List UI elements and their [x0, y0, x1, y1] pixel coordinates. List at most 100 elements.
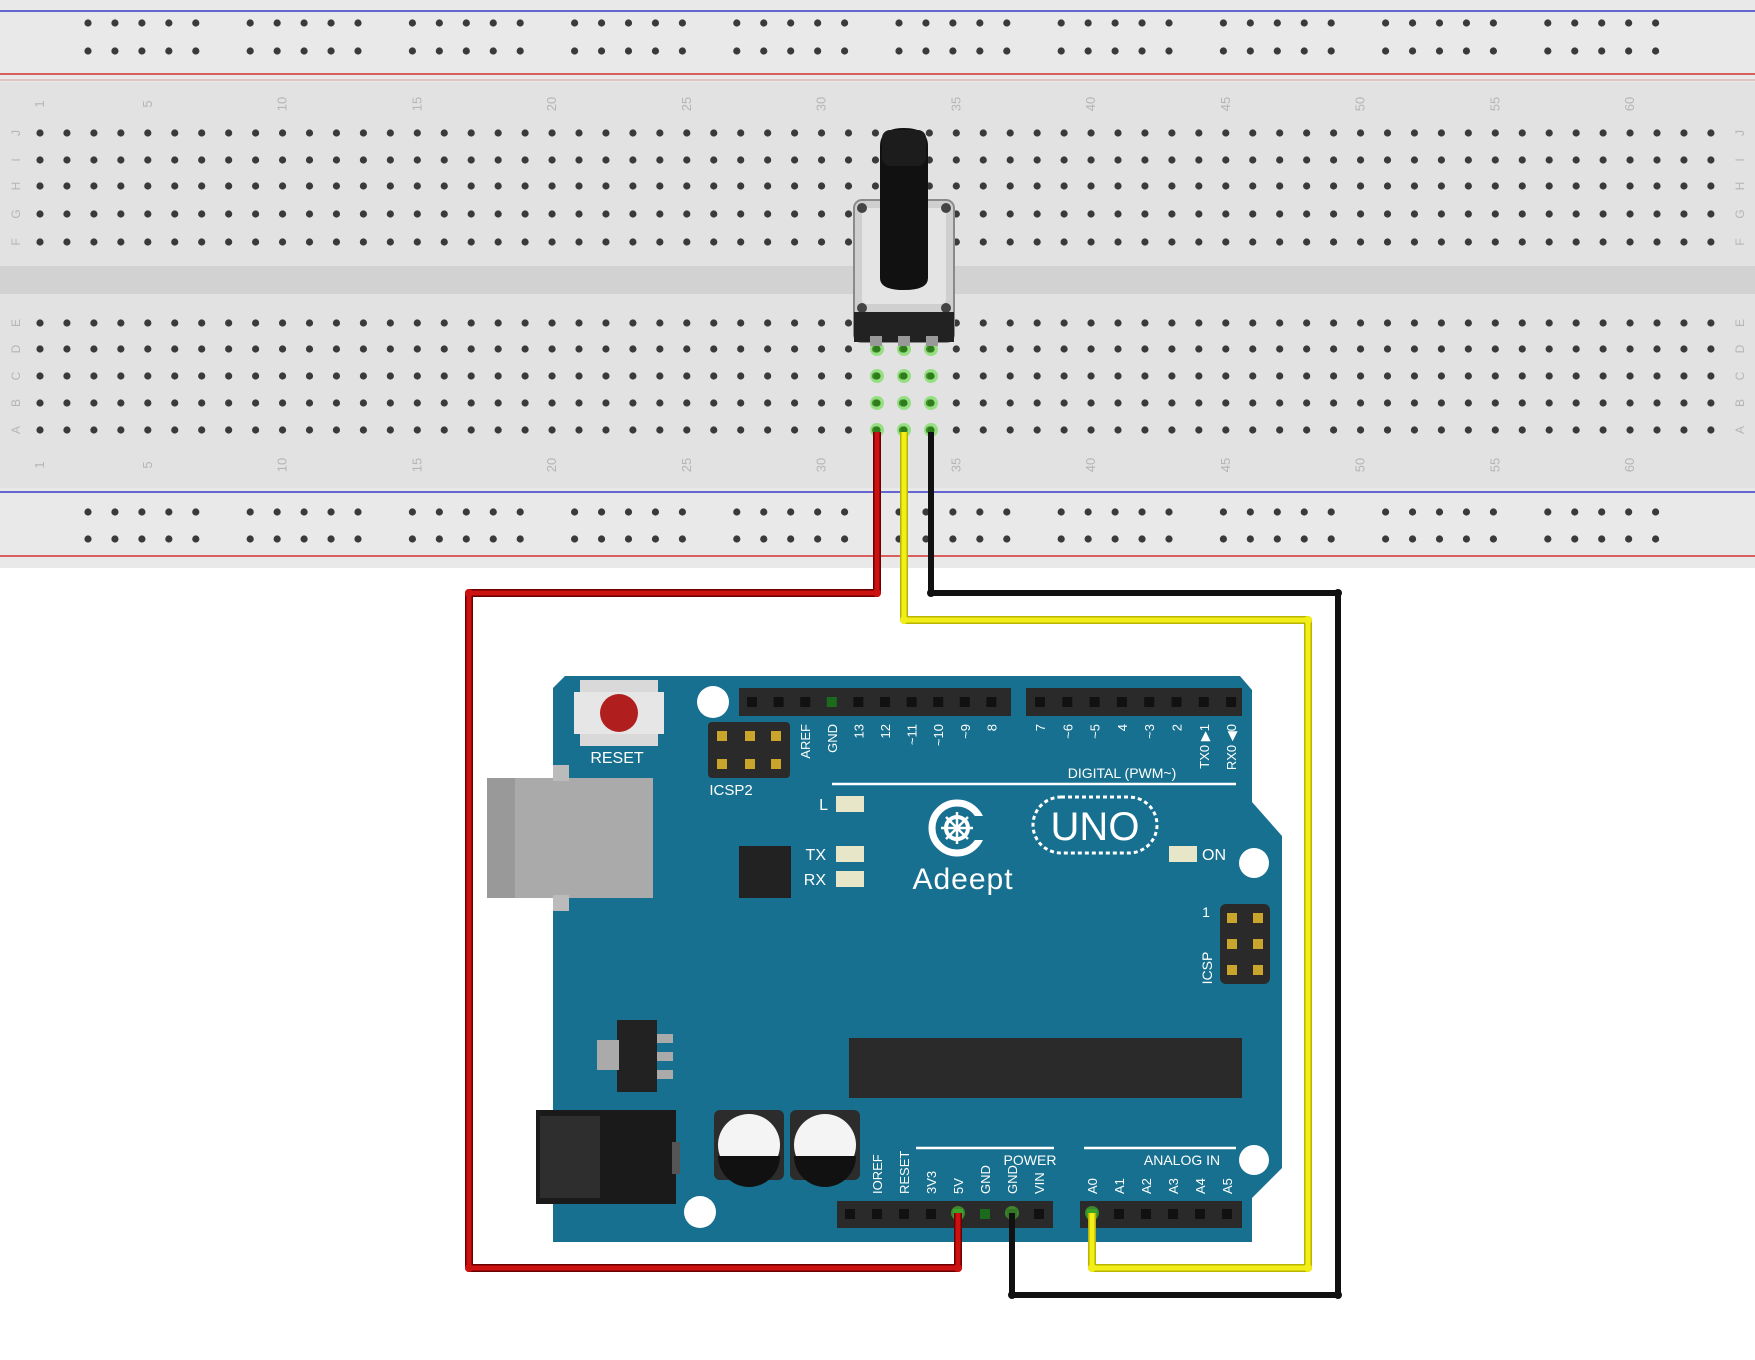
breadboard-hole[interactable] — [521, 210, 529, 218]
rail-hole[interactable] — [1598, 535, 1606, 543]
breadboard-hole[interactable] — [1141, 372, 1149, 380]
rail-hole[interactable] — [1625, 508, 1633, 516]
breadboard-hole[interactable] — [1437, 319, 1445, 327]
rail-hole[interactable] — [976, 19, 984, 27]
rail-hole[interactable] — [1598, 508, 1606, 516]
breadboard-hole[interactable] — [575, 182, 583, 190]
rail-hole[interactable] — [949, 47, 957, 55]
rail-hole[interactable] — [1489, 508, 1497, 516]
rail-hole[interactable] — [1084, 535, 1092, 543]
breadboard-hole[interactable] — [117, 372, 125, 380]
breadboard-hole[interactable] — [629, 319, 637, 327]
breadboard-hole[interactable] — [1087, 238, 1095, 246]
breadboard-hole[interactable] — [925, 129, 933, 137]
breadboard-hole[interactable] — [791, 372, 799, 380]
rail-hole[interactable] — [84, 508, 92, 516]
breadboard-hole[interactable] — [305, 129, 314, 137]
breadboard-hole[interactable] — [979, 182, 987, 190]
breadboard-hole[interactable] — [1383, 345, 1392, 353]
breadboard-hole[interactable] — [278, 156, 287, 164]
breadboard-hole[interactable] — [198, 210, 206, 218]
breadboard-hole[interactable] — [1087, 182, 1095, 190]
breadboard-hole[interactable] — [1114, 372, 1122, 380]
breadboard-hole[interactable] — [791, 426, 799, 434]
breadboard-hole[interactable] — [1276, 210, 1284, 218]
breadboard-hole[interactable] — [144, 372, 152, 380]
breadboard-hole[interactable] — [1276, 399, 1284, 407]
rail-hole[interactable] — [192, 508, 200, 516]
breadboard-hole[interactable] — [117, 399, 125, 407]
breadboard-hole[interactable] — [494, 426, 502, 434]
breadboard-hole[interactable] — [1707, 182, 1715, 190]
breadboard-hole[interactable] — [1006, 345, 1014, 353]
rail-hole[interactable] — [597, 508, 606, 516]
breadboard-hole[interactable] — [359, 345, 367, 353]
breadboard-hole[interactable] — [305, 210, 314, 218]
digital-header-socket[interactable] — [1089, 697, 1100, 707]
analog-header-socket[interactable] — [1168, 1209, 1178, 1219]
rail-hole[interactable] — [246, 508, 254, 516]
breadboard-hole[interactable] — [871, 182, 880, 190]
breadboard-hole[interactable] — [1626, 182, 1634, 190]
breadboard-hole[interactable] — [1195, 182, 1203, 190]
breadboard-hole[interactable] — [359, 182, 367, 190]
rail-hole[interactable] — [1219, 19, 1227, 27]
header-pin[interactable] — [1253, 965, 1263, 975]
breadboard-hole[interactable] — [467, 210, 475, 218]
breadboard-hole[interactable] — [1303, 210, 1311, 218]
rail-hole[interactable] — [516, 535, 524, 543]
rail-hole[interactable] — [1571, 535, 1579, 543]
breadboard-hole[interactable] — [791, 129, 799, 137]
breadboard-hole[interactable] — [844, 426, 853, 434]
breadboard-hole[interactable] — [305, 426, 314, 434]
breadboard-hole[interactable] — [1330, 182, 1338, 190]
breadboard-hole[interactable] — [575, 345, 583, 353]
rail-hole[interactable] — [949, 535, 957, 543]
breadboard-hole[interactable] — [791, 156, 799, 164]
breadboard-hole[interactable] — [764, 129, 772, 137]
breadboard-hole[interactable] — [252, 156, 260, 164]
rail-hole[interactable] — [1489, 47, 1497, 55]
breadboard-hole[interactable] — [710, 319, 718, 327]
breadboard-hole[interactable] — [1114, 319, 1122, 327]
breadboard-hole[interactable] — [225, 156, 233, 164]
breadboard-hole[interactable] — [359, 210, 367, 218]
digital-header-socket[interactable] — [986, 697, 997, 707]
breadboard-hole[interactable] — [979, 372, 987, 380]
breadboard-hole[interactable] — [1168, 345, 1176, 353]
breadboard-hole[interactable] — [1168, 426, 1176, 434]
rail-hole[interactable] — [1435, 19, 1444, 27]
breadboard-hole[interactable] — [1006, 319, 1014, 327]
breadboard-hole[interactable] — [386, 345, 394, 353]
rail-hole[interactable] — [787, 19, 795, 27]
breadboard-hole[interactable] — [844, 182, 853, 190]
breadboard-hole[interactable] — [548, 319, 556, 327]
rail-hole[interactable] — [1246, 508, 1254, 516]
breadboard-hole[interactable] — [1222, 426, 1230, 434]
breadboard-hole[interactable] — [1707, 372, 1715, 380]
breadboard-hole[interactable] — [144, 319, 152, 327]
breadboard-hole[interactable] — [1168, 129, 1176, 137]
breadboard-hole[interactable] — [1006, 372, 1014, 380]
breadboard-hole[interactable] — [1464, 345, 1472, 353]
breadboard-hole[interactable] — [144, 345, 152, 353]
breadboard-hole[interactable] — [467, 319, 475, 327]
breadboard-hole[interactable] — [764, 319, 772, 327]
breadboard-hole[interactable] — [1222, 182, 1230, 190]
breadboard-hole[interactable] — [198, 372, 206, 380]
rail-hole[interactable] — [435, 47, 443, 55]
breadboard-hole[interactable] — [494, 238, 502, 246]
breadboard-hole[interactable] — [656, 156, 664, 164]
breadboard-hole[interactable] — [791, 210, 799, 218]
breadboard-hole[interactable] — [278, 319, 287, 327]
breadboard-hole[interactable] — [440, 319, 448, 327]
breadboard-hole[interactable] — [1249, 345, 1257, 353]
breadboard-hole[interactable] — [1653, 399, 1661, 407]
breadboard-hole[interactable] — [1383, 426, 1392, 434]
breadboard-hole[interactable] — [656, 345, 664, 353]
rail-hole[interactable] — [408, 535, 416, 543]
breadboard-hole[interactable] — [1033, 182, 1041, 190]
breadboard-hole[interactable] — [386, 372, 394, 380]
breadboard-hole[interactable] — [1410, 426, 1419, 434]
breadboard-hole[interactable] — [629, 426, 637, 434]
